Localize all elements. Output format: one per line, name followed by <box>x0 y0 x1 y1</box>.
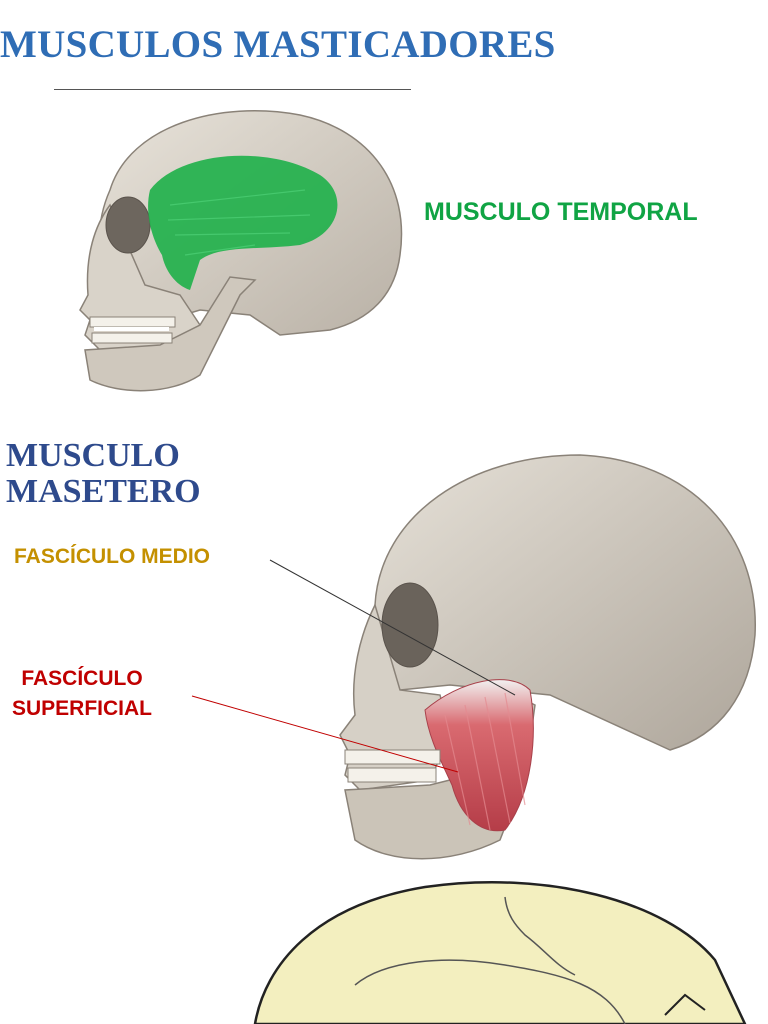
fasciculo-superficial-label: FASCÍCULO SUPERFICIAL <box>12 664 152 724</box>
temporal-muscle-label: MUSCULO TEMPORAL <box>424 198 698 226</box>
title-underline <box>54 89 411 90</box>
masseter-heading: MUSCULO MASETERO <box>6 438 201 510</box>
masseter-heading-line1: MUSCULO <box>6 437 180 474</box>
masseter-heading-line2: MASETERO <box>6 473 201 510</box>
superficial-leader-line <box>191 695 459 773</box>
fasciculo-superficial-line2: SUPERFICIAL <box>12 697 153 720</box>
medio-leader-line <box>269 559 516 696</box>
fasciculo-medio-label: FASCÍCULO MEDIO <box>14 545 211 568</box>
skull-temporal-illustration <box>79 110 403 392</box>
page-title: MUSCULOS MASTICADORES <box>0 23 556 66</box>
skull-outline-illustration <box>253 881 747 1024</box>
fasciculo-superficial-line1: FASCÍCULO <box>21 667 143 690</box>
skull-masseter-illustration <box>339 454 756 860</box>
